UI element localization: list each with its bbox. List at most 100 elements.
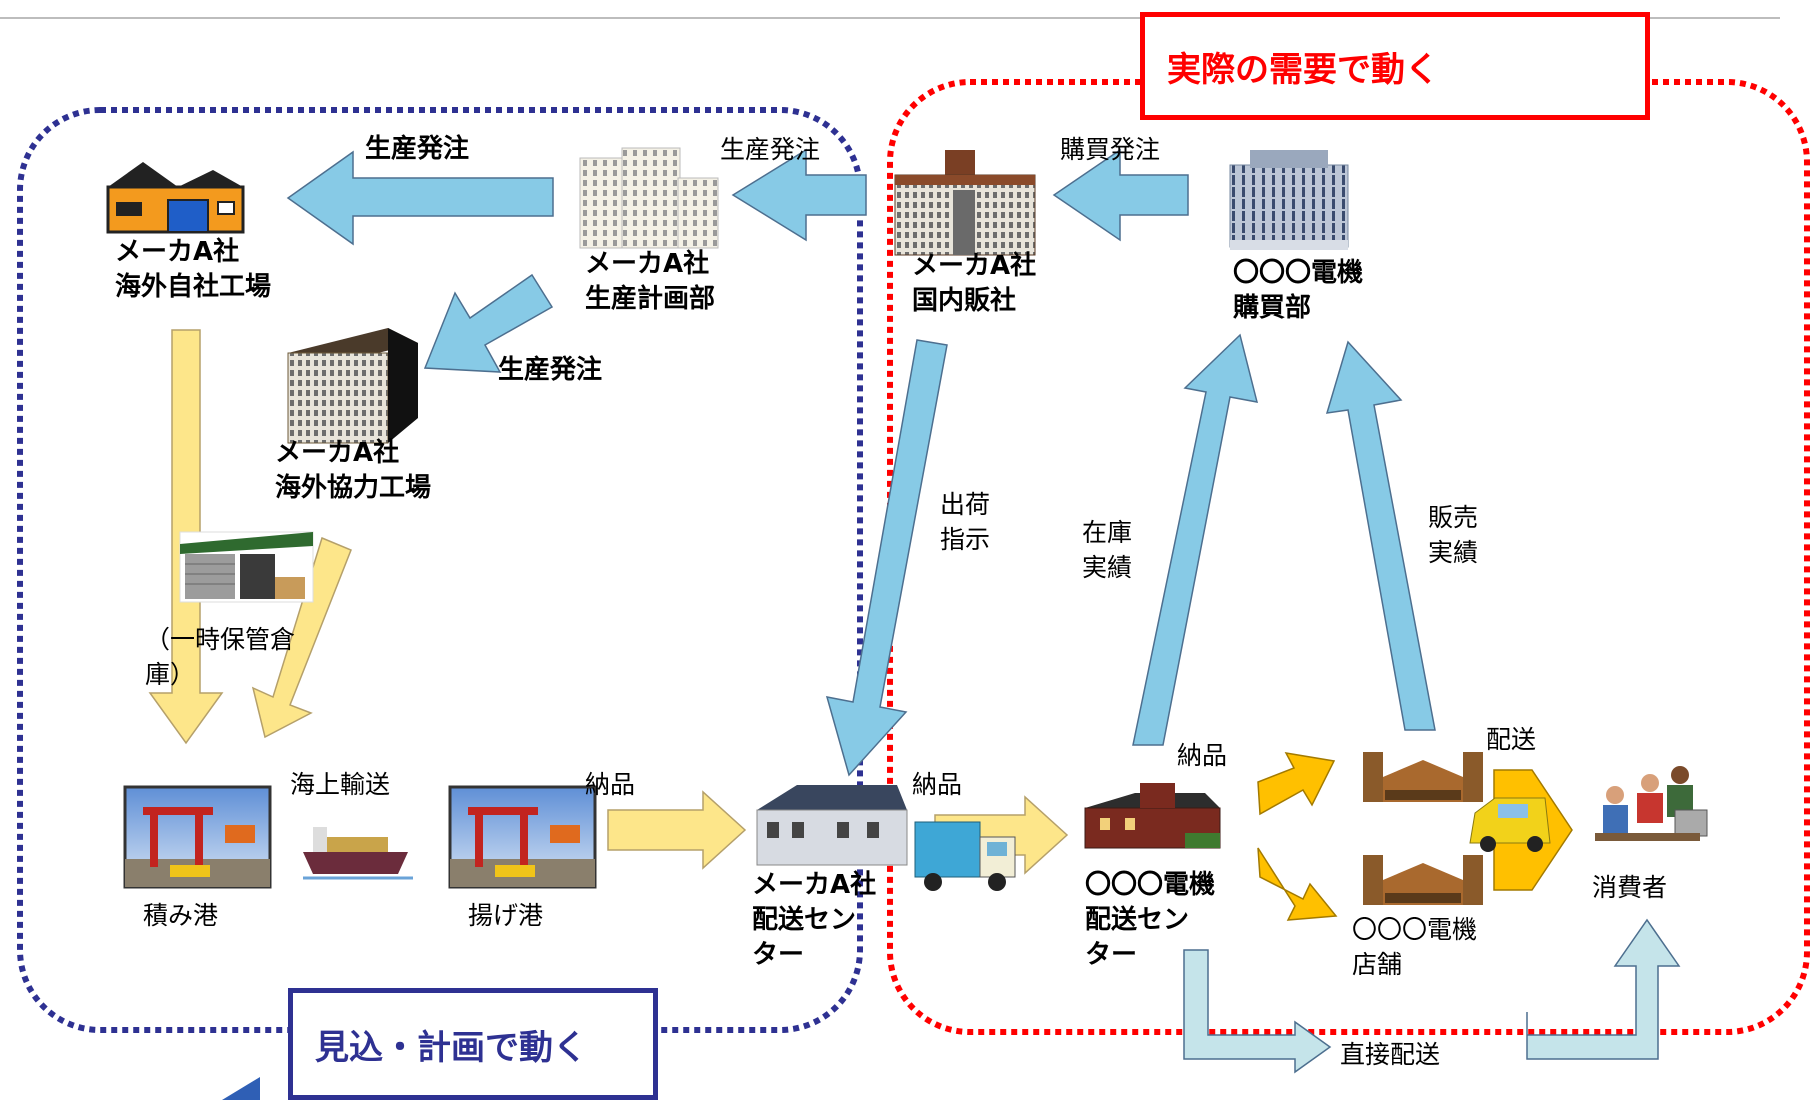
corner-accent xyxy=(222,1077,260,1100)
node-overseas-factory: メーカA社 海外自社工場 xyxy=(115,235,271,305)
port-crane-icon xyxy=(448,785,597,889)
flow-label-text: 実績 xyxy=(1428,538,1479,567)
office-building-icon xyxy=(579,147,719,249)
flow-label-text: 出荷 xyxy=(940,490,991,519)
flow-label-text: 納品 xyxy=(912,770,963,799)
node-label-line: 生産計画部 xyxy=(585,284,716,314)
node-store: 〇〇〇電機 店舗 xyxy=(1352,912,1477,982)
node-label-line: メーカA社 xyxy=(585,249,710,279)
port-crane-icon xyxy=(123,785,272,889)
node-label-line: 配送セン xyxy=(1085,905,1190,935)
arrow-dc-to-store-upper xyxy=(1257,752,1336,816)
node-unloading-port: 揚げ港 xyxy=(468,898,543,933)
node-label-line: 海外協力工場 xyxy=(275,473,432,503)
node-maker-dc: メーカA社 配送セン ター xyxy=(752,868,876,973)
flow-inventory-record: 在庫 実績 xyxy=(1082,515,1132,585)
factory-icon xyxy=(106,162,245,234)
demand-banner-text: 実際の需要で動く xyxy=(1167,49,1439,90)
node-label-line: 配送セン xyxy=(752,905,857,935)
node-label-line: メーカA社 xyxy=(752,870,877,900)
plan-region-border xyxy=(17,107,863,1033)
arrow-prod-order-to-factory xyxy=(286,150,554,246)
node-retailer-dc: 〇〇〇電機 配送セン ター xyxy=(1085,868,1215,973)
node-label-line: ター xyxy=(1085,940,1138,970)
flow-prod-order-1: 生産発注 xyxy=(365,132,469,167)
arrow-prod-order-to-planning xyxy=(731,148,867,242)
arrow-delivery-to-maker-dc xyxy=(607,790,747,870)
van-icon xyxy=(1469,797,1551,852)
office-building-icon xyxy=(894,150,1036,256)
node-temp-warehouse: （一時保管倉庫） xyxy=(145,622,320,692)
flow-label-text: 生産発注 xyxy=(365,134,470,164)
node-label-line: 〇〇〇電機 xyxy=(1085,870,1216,900)
node-label-line: ター xyxy=(752,940,805,970)
flow-sea-transport: 海上輸送 xyxy=(290,767,390,802)
flow-label-text: 生産発注 xyxy=(498,355,603,385)
flow-label-text: 指示 xyxy=(940,525,991,554)
node-loading-port: 積み港 xyxy=(143,898,218,933)
flow-delivery-3: 納品 xyxy=(1177,738,1227,773)
node-label-line: 購買部 xyxy=(1233,293,1312,323)
node-planning-dept: メーカA社 生産計画部 xyxy=(585,247,715,317)
flow-purchase-order: 購買発注 xyxy=(1060,132,1160,167)
flow-label-text: 購買発注 xyxy=(1060,135,1161,164)
arrow-direct-delivery-up xyxy=(1526,918,1681,1060)
node-label-line: 〇〇〇電機 xyxy=(1352,915,1478,944)
node-label-line: メーカA社 xyxy=(115,237,240,267)
flow-direct-delivery: 直接配送 xyxy=(1340,1037,1440,1072)
node-consumer: 消費者 xyxy=(1592,870,1667,905)
store-icon xyxy=(1363,855,1483,905)
flow-distribution: 配送 xyxy=(1486,722,1536,757)
arrow-partner-to-port xyxy=(251,536,352,739)
flow-delivery-2: 納品 xyxy=(912,767,962,802)
arrow-inventory-record xyxy=(1132,333,1259,746)
arrow-dc-to-store-lower xyxy=(1257,847,1338,921)
flow-sales-record: 販売 実績 xyxy=(1428,500,1478,570)
flow-label-text: 在庫 xyxy=(1082,518,1133,547)
cargo-ship-icon xyxy=(303,827,413,880)
node-label-line: 国内販社 xyxy=(912,286,1017,316)
factory-icon xyxy=(1084,783,1221,849)
warehouse-icon xyxy=(179,531,314,603)
tall-building-icon xyxy=(1229,150,1349,250)
plan-banner-text: 見込・計画で動く xyxy=(315,1027,587,1068)
flow-label-text: 販売 xyxy=(1428,503,1479,532)
node-label-line: 〇〇〇電機 xyxy=(1233,258,1364,288)
node-domestic-sales: メーカA社 国内販社 xyxy=(912,249,1036,319)
flow-prod-order-3: 生産発注 xyxy=(498,353,602,388)
store-icon xyxy=(1363,752,1483,802)
flow-ship-instruction: 出荷 指示 xyxy=(940,487,990,557)
node-label-line: 積み港 xyxy=(143,901,219,930)
arrow-prod-order-to-partner xyxy=(423,273,554,373)
truck-icon xyxy=(914,821,1016,891)
node-label-line: 揚げ港 xyxy=(468,901,544,930)
node-label-line: 店舗 xyxy=(1352,950,1403,979)
arrow-ship-instruction xyxy=(825,339,948,777)
node-purchasing-dept: 〇〇〇電機 購買部 xyxy=(1233,256,1363,326)
node-label-line: （一時保管倉庫） xyxy=(145,625,296,689)
arrow-direct-delivery-out xyxy=(1183,949,1332,1074)
demand-banner: 実際の需要で動く xyxy=(1140,12,1650,120)
flow-prod-order-2: 生産発注 xyxy=(720,132,820,167)
node-label-line: 消費者 xyxy=(1592,873,1668,902)
flow-delivery-1: 納品 xyxy=(585,767,635,802)
flow-label-text: 海上輸送 xyxy=(290,770,391,799)
flow-label-text: 生産発注 xyxy=(720,135,821,164)
plan-banner: 見込・計画で動く xyxy=(288,988,658,1100)
arrow-sales-record xyxy=(1325,340,1436,731)
flow-label-text: 配送 xyxy=(1486,725,1537,754)
node-label-line: 海外自社工場 xyxy=(115,272,272,302)
node-label-line: メーカA社 xyxy=(912,251,1037,281)
house-icon xyxy=(756,785,908,866)
tall-building-icon xyxy=(287,328,418,444)
node-partner-factory: メーカA社 海外協力工場 xyxy=(275,436,431,506)
flow-label-text: 直接配送 xyxy=(1340,1040,1441,1069)
flow-label-text: 実績 xyxy=(1082,553,1133,582)
flow-label-text: 納品 xyxy=(1177,741,1228,770)
arrow-purchase-order xyxy=(1052,148,1189,242)
people-computer-icon xyxy=(1595,766,1708,841)
node-label-line: メーカA社 xyxy=(275,438,400,468)
flow-label-text: 納品 xyxy=(585,770,636,799)
